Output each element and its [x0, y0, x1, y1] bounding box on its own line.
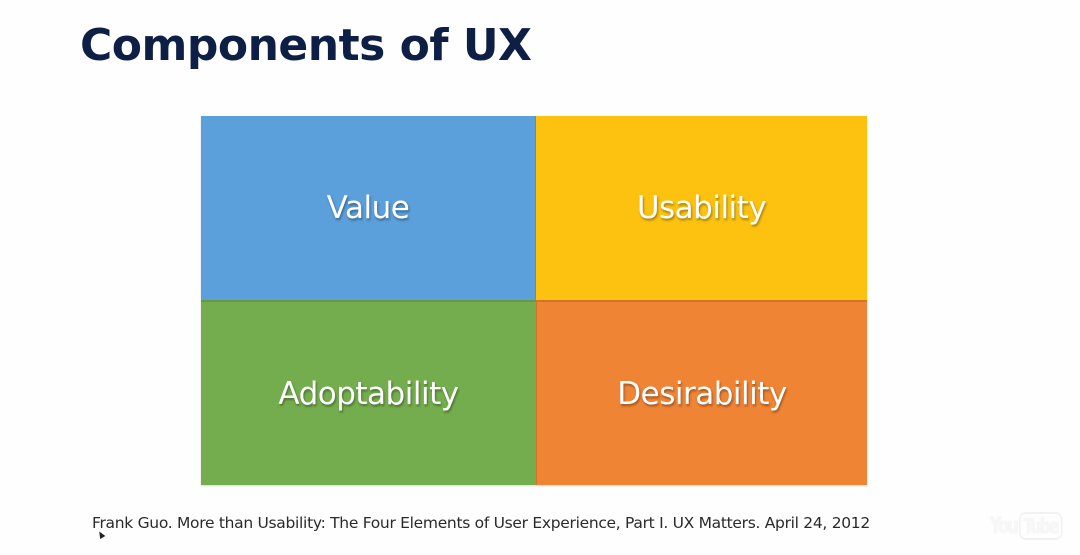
watermark-you: You — [990, 513, 1018, 539]
quadrant-desirability: Desirability — [536, 300, 867, 485]
quadrant-label: Desirability — [617, 375, 787, 412]
ux-components-grid: Value Usability Adoptability Desirabilit… — [201, 116, 867, 485]
slide-title: Components of UX — [80, 20, 532, 71]
quadrant-label: Adoptability — [278, 375, 459, 412]
watermark-tube: Tube — [1018, 512, 1062, 540]
citation-text: Frank Guo. More than Usability: The Four… — [92, 514, 870, 532]
quadrant-value: Value — [201, 116, 536, 300]
youtube-watermark-icon[interactable]: You Tube — [990, 512, 1076, 540]
quadrant-usability: Usability — [536, 116, 867, 300]
quadrant-label: Usability — [636, 190, 767, 226]
quadrant-adoptability: Adoptability — [201, 300, 536, 485]
quadrant-label: Value — [326, 190, 410, 226]
